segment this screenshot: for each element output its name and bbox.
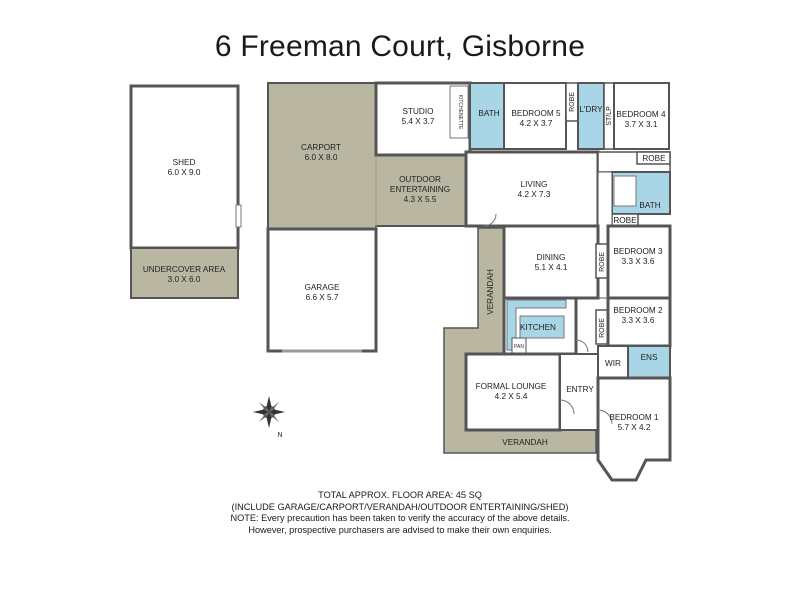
laundry-label: L'DRY xyxy=(579,105,603,114)
living-room xyxy=(464,150,600,228)
carport-label: CARPORT xyxy=(301,143,341,152)
entry-label: ENTRY xyxy=(566,385,594,394)
bedroom2-size: 3.3 X 3.6 xyxy=(622,316,655,325)
garage-room xyxy=(266,227,378,353)
laundry-room xyxy=(577,82,605,150)
entry-room xyxy=(559,353,599,431)
garage-label: GARAGE xyxy=(304,283,340,292)
robe-bath-label: ROBE xyxy=(613,216,637,225)
door-swing-dining xyxy=(575,339,589,353)
bedroom5-label: BEDROOM 5 xyxy=(511,109,561,118)
undercover-area xyxy=(130,247,239,299)
bath-main-label: BATH xyxy=(639,201,660,210)
wir-label: WIR xyxy=(605,359,621,368)
robe-b5-label: ROBE xyxy=(569,92,576,112)
dining-label: DINING xyxy=(537,253,566,262)
shed-size: 6.0 X 9.0 xyxy=(168,168,201,177)
bedroom4-label: BEDROOM 4 xyxy=(616,110,666,119)
formal-lounge-label: FORMAL LOUNGE xyxy=(476,382,547,391)
kitchenette-bench xyxy=(449,85,469,139)
bedroom1-label: BEDROOM 1 xyxy=(609,413,659,422)
bedroom3-room xyxy=(606,224,672,300)
shed-building xyxy=(129,84,242,299)
door-swing-bed1 xyxy=(597,409,613,425)
area-includes-text: (INCLUDE GARAGE/CARPORT/VERANDAH/OUTDOOR… xyxy=(231,501,569,512)
robe-b2-label: ROBE xyxy=(599,318,606,338)
undercover-size: 3.0 X 6.0 xyxy=(168,275,201,284)
living-label: LIVING xyxy=(521,180,548,189)
outdoor-size: 4.3 X 5.5 xyxy=(404,195,437,204)
bathtub xyxy=(613,175,637,207)
bath-top-room xyxy=(469,82,505,150)
outdoor-label-2: ENTERTAINING xyxy=(390,185,450,194)
shed-room xyxy=(129,84,240,250)
ens-label: ENS xyxy=(641,353,658,362)
kitchenette-label: KITCHENETTE xyxy=(457,95,463,130)
kitchen-label: KITCHEN xyxy=(520,323,556,332)
total-area-text: TOTAL APPROX. FLOOR AREA: 45 SQ xyxy=(318,490,482,500)
ens-room xyxy=(627,345,671,379)
verandah-side-label: VERANDAH xyxy=(486,269,495,315)
bedroom3-label: BEDROOM 3 xyxy=(613,247,663,256)
studio-label: STUDIO xyxy=(403,107,434,116)
shed-door xyxy=(235,204,242,228)
verandah-front-label: VERANDAH xyxy=(502,438,548,447)
robe-b4-label: ROBE xyxy=(642,154,666,163)
disclaimer-line-1: NOTE: Every precaution has been taken to… xyxy=(230,513,570,523)
bedroom2-label: BEDROOM 2 xyxy=(613,306,663,315)
bedroom1-room xyxy=(596,376,672,482)
living-size: 4.2 X 7.3 xyxy=(518,190,551,199)
bedroom4-size: 3.7 X 3.1 xyxy=(625,120,658,129)
disclaimer-line-2: However, prospective purchasers are advi… xyxy=(248,524,552,535)
bedroom1-size: 5.7 X 4.2 xyxy=(618,423,651,432)
robe-b3-label: ROBE xyxy=(599,252,606,272)
studio-size: 5.4 X 3.7 xyxy=(402,117,435,126)
robe-b4 xyxy=(636,151,671,165)
bedroom3-size: 3.3 X 3.6 xyxy=(622,257,655,266)
formal-lounge-room xyxy=(464,352,562,432)
door-swing-living xyxy=(483,213,497,227)
plan-title: 6 Freeman Court, Gisborne xyxy=(214,30,586,63)
shed-label: SHED xyxy=(173,158,196,167)
bath-top-label: BATH xyxy=(478,109,499,118)
carport-size: 6.0 X 8.0 xyxy=(305,153,338,162)
stlp-label: ST/LP xyxy=(606,106,613,126)
formal-lounge-size: 4.2 X 5.4 xyxy=(495,392,528,401)
undercover-label: UNDERCOVER AREA xyxy=(143,265,226,274)
bedroom4-room xyxy=(613,82,670,150)
dining-size: 5.1 X 4.1 xyxy=(535,263,568,272)
kitchen-island xyxy=(519,315,565,339)
garage-size: 6.6 X 5.7 xyxy=(306,293,339,302)
pan-label: PAN xyxy=(514,344,524,350)
compass-rose-icon xyxy=(253,396,285,428)
floor-area-notes: TOTAL APPROX. FLOOR AREA: 45 SQ (INCLUDE… xyxy=(150,490,650,536)
door-swing-entry xyxy=(559,399,575,415)
outdoor-label-1: OUTDOOR xyxy=(399,175,441,184)
compass-north-label: N xyxy=(277,432,282,439)
bedroom5-room xyxy=(503,82,567,150)
bedroom2-room xyxy=(606,296,672,348)
dining-room xyxy=(502,224,600,300)
bedroom5-size: 4.2 X 3.7 xyxy=(520,119,553,128)
